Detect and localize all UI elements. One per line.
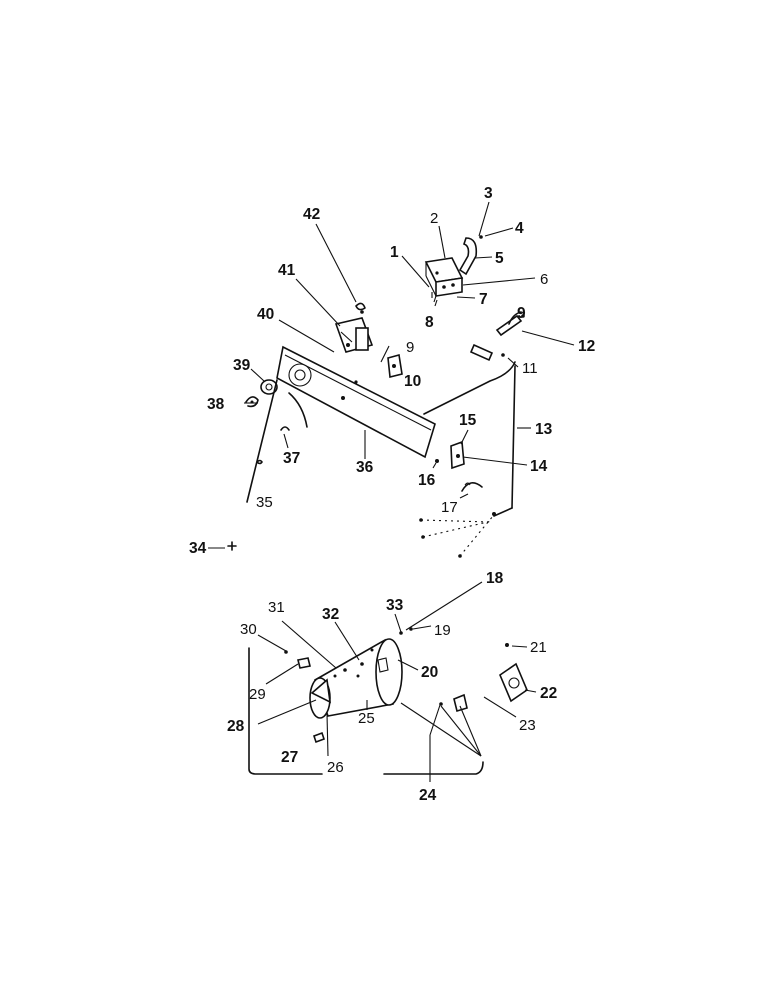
callout-15: 15 (459, 412, 477, 429)
callout-27: 27 (281, 749, 298, 766)
callout-28: 28 (227, 718, 245, 735)
wire-harness (423, 361, 516, 415)
side-bracket (450, 440, 465, 470)
wire-connector (495, 311, 525, 337)
panel-bracket (380, 345, 403, 378)
callout-12: 12 (578, 338, 595, 355)
control-knob (260, 379, 278, 395)
callout-25: 25 (358, 710, 375, 727)
callout-8: 8 (425, 314, 434, 331)
callout-7: 7 (479, 291, 488, 308)
clamp-23 (453, 693, 468, 713)
callout-23: 23 (519, 717, 536, 734)
screw-35 (256, 459, 263, 465)
callout-9-panel: 9 (406, 339, 414, 356)
callout-33: 33 (386, 597, 404, 614)
callout-13: 13 (535, 421, 553, 438)
callout-32: 32 (322, 606, 339, 623)
wire-clip (280, 426, 290, 431)
callout-42: 42 (303, 206, 320, 223)
motor-cylinder (309, 638, 403, 719)
mounting-plate (499, 662, 528, 703)
callout-11: 11 (522, 360, 538, 377)
callout-39: 39 (233, 357, 251, 374)
callout-34: 34 (189, 540, 207, 557)
callout-6: 6 (540, 271, 548, 288)
callout-22: 22 (540, 685, 557, 702)
callout-37: 37 (283, 450, 300, 467)
callout-26: 26 (327, 759, 344, 776)
callout-29: 29 (249, 686, 266, 703)
callout-31: 31 (268, 599, 285, 616)
callout-18: 18 (486, 570, 504, 587)
screw-16 (435, 459, 439, 463)
screw-24 (439, 702, 443, 706)
leader-lines (244, 201, 575, 782)
harness-tail (493, 507, 513, 517)
callout-38: 38 (207, 396, 225, 413)
control-panel (276, 345, 436, 459)
part-27 (312, 731, 326, 744)
callout-30: 30 (240, 621, 257, 638)
top-bracket (424, 235, 483, 303)
callout-19: 19 (434, 622, 451, 639)
part-34 (227, 541, 237, 551)
callout-1: 1 (390, 244, 399, 261)
screw-21 (505, 643, 509, 647)
bushing-29 (284, 650, 311, 669)
harness-end (469, 343, 505, 362)
callout-9-top: 9 (517, 305, 526, 322)
wire-leads (419, 512, 496, 558)
callout-14: 14 (530, 458, 548, 475)
callout-5: 5 (495, 250, 504, 267)
part-33 (399, 631, 403, 635)
callout-4: 4 (515, 220, 524, 237)
group-bracket-left (248, 647, 323, 775)
callout-20: 20 (421, 664, 438, 681)
callout-21: 21 (530, 639, 547, 656)
callout-16: 16 (418, 472, 436, 489)
callout-40: 40 (257, 306, 274, 323)
callout-41: 41 (278, 262, 296, 279)
clip-part (355, 302, 366, 314)
part-19 (409, 627, 413, 631)
callout-3: 3 (484, 185, 493, 202)
callout-36: 36 (356, 459, 374, 476)
callout-labels: 3 2 4 1 5 6 7 8 42 41 40 9 12 9 11 10 39… (189, 185, 595, 804)
panel-wire (288, 392, 308, 428)
callout-17: 17 (441, 499, 458, 516)
spring-17 (461, 482, 483, 492)
callout-10: 10 (404, 373, 421, 390)
callout-35: 35 (256, 494, 273, 511)
callout-24: 24 (419, 787, 437, 804)
group-bracket-right (383, 761, 484, 775)
timer-switch (334, 317, 374, 353)
callout-2: 2 (430, 210, 438, 227)
knob-clip (245, 396, 259, 408)
